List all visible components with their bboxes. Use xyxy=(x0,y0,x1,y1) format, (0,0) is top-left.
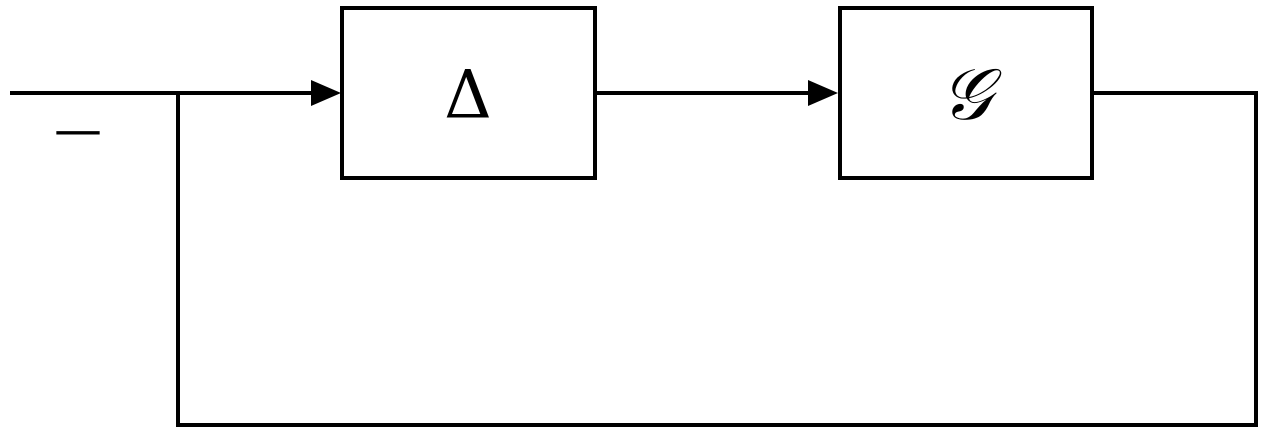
delta-block-box xyxy=(340,6,597,180)
g-block-box xyxy=(838,6,1094,180)
arrowhead-into-g xyxy=(808,80,838,106)
negative-feedback-sign: — xyxy=(54,102,102,158)
delta-block-label: Δ xyxy=(444,57,492,134)
arrowhead-into-delta xyxy=(311,80,341,106)
delta-block: Δ xyxy=(340,6,597,180)
g-block: 𝒢 xyxy=(838,6,1094,180)
feedback-path xyxy=(176,91,1258,427)
